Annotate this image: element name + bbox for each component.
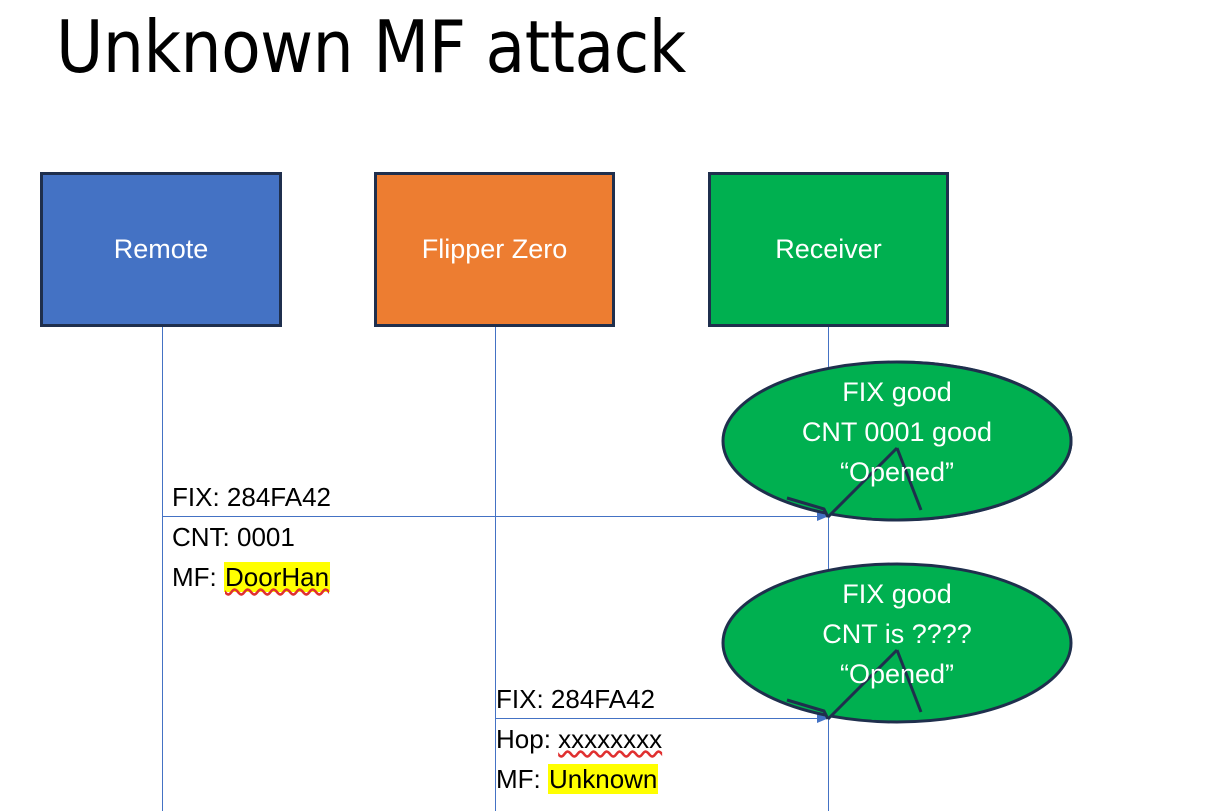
message-line: CNT: 0001 [172, 517, 331, 557]
message-text-flipper: FIX: 284FA42 Hop: xxxxxxxx MF: Unknown [496, 679, 662, 799]
actor-box-receiver[interactable]: Receiver [708, 172, 949, 327]
message-line-value-highlighted: Unknown [548, 764, 659, 794]
message-line-value: 0001 [237, 522, 295, 552]
message-line: FIX: 284FA42 [496, 679, 662, 719]
message-line-prefix: MF: [496, 764, 548, 794]
message-line-prefix: MF: [172, 562, 224, 592]
callout-bubble-second-response[interactable]: FIX good CNT is ???? “Opened” [721, 562, 1073, 724]
actor-box-remote[interactable]: Remote [40, 172, 282, 327]
actor-box-flipper-zero[interactable]: Flipper Zero [374, 172, 615, 327]
message-line: MF: Unknown [496, 759, 662, 799]
lifeline-remote [162, 327, 163, 811]
message-text-remote: FIX: 284FA42 CNT: 0001 MF: DoorHan [172, 477, 331, 597]
message-line-prefix: Hop: [496, 724, 559, 754]
message-line-value: 284FA42 [550, 684, 655, 714]
message-line-value: 284FA42 [226, 482, 331, 512]
message-arrow-flipper-to-receiver [496, 713, 829, 723]
message-line-value-highlighted: DoorHan [224, 562, 331, 592]
message-line: Hop: xxxxxxxx [496, 719, 662, 759]
actor-label-flipper-zero: Flipper Zero [421, 234, 568, 264]
message-line: MF: DoorHan [172, 557, 331, 597]
callout-shape-icon [721, 562, 1073, 724]
page-title: Unknown MF attack [56, 5, 686, 89]
message-arrow-remote-to-receiver [163, 511, 829, 521]
actor-label-remote: Remote [113, 234, 209, 264]
message-line-prefix: FIX: [172, 482, 227, 512]
callout-shape-icon [721, 360, 1073, 522]
callout-bubble-first-response[interactable]: FIX good CNT 0001 good “Opened” [721, 360, 1073, 522]
message-line-value-spellchecked: xxxxxxxx [558, 724, 663, 754]
message-line-prefix: CNT: [172, 522, 237, 552]
message-line: FIX: 284FA42 [172, 477, 331, 517]
lifeline-flipper-zero [495, 327, 496, 811]
message-line-prefix: FIX: [496, 684, 551, 714]
actor-label-receiver: Receiver [775, 234, 882, 264]
